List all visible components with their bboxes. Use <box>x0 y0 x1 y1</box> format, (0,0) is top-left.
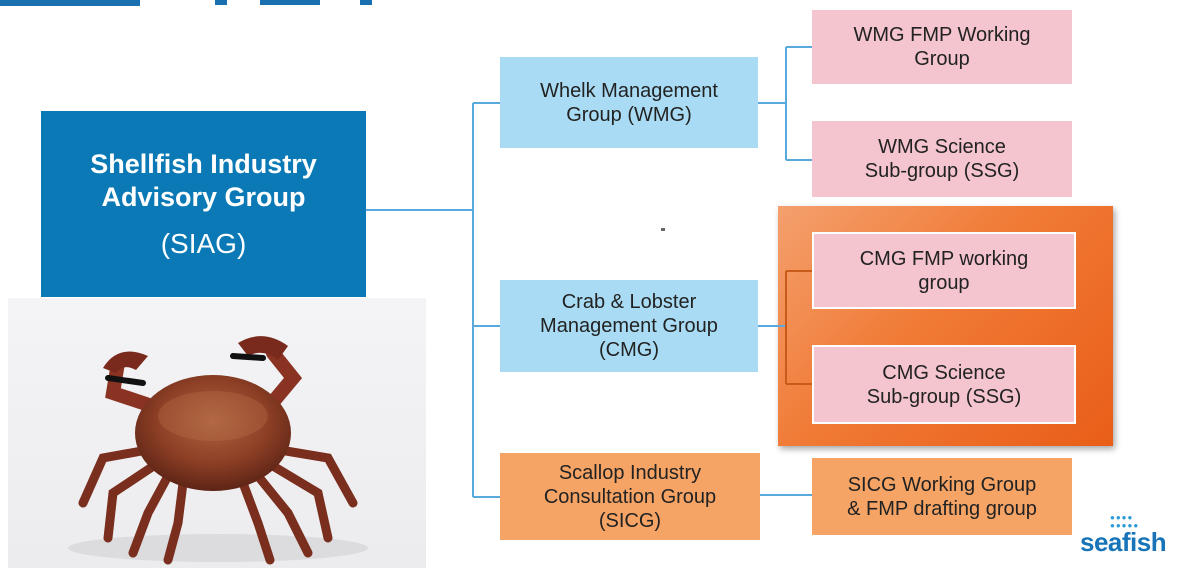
logo-dots-icon: ●●●●●●●●● <box>1110 513 1140 530</box>
cmg-fmp-working-group-box[interactable]: CMG FMP working group <box>812 232 1076 309</box>
wmg-fmp-working-group-box[interactable]: WMG FMP Working Group <box>812 10 1072 84</box>
logo-text: seafish <box>1080 527 1167 557</box>
siag-abbreviation: (SIAG) <box>160 228 247 259</box>
stray-dot <box>661 228 665 231</box>
siag-box[interactable]: Shellfish Industry Advisory Group (SIAG) <box>41 111 366 297</box>
cmg-science-subgroup-box[interactable]: CMG Science Sub-group (SSG) <box>812 345 1076 424</box>
crab-lobster-management-group-box[interactable]: Crab & Lobster Management Group (CMG) <box>500 280 758 372</box>
cropped-heading <box>0 0 372 6</box>
seafish-logo: ●●●●●●●●● seafish <box>1080 510 1178 558</box>
wmg-science-subgroup-box[interactable]: WMG Science Sub-group (SSG) <box>812 121 1072 197</box>
crab-photo <box>8 298 426 568</box>
crab-icon <box>68 336 368 565</box>
sicg-working-group-box[interactable]: SICG Working Group & FMP drafting group <box>812 458 1072 535</box>
siag-title-line2: Advisory Group <box>101 182 306 212</box>
whelk-management-group-box[interactable]: Whelk Management Group (WMG) <box>500 57 758 148</box>
scallop-industry-consultation-group-box[interactable]: Scallop Industry Consultation Group (SIC… <box>500 453 760 540</box>
siag-title-line1: Shellfish Industry <box>90 149 317 179</box>
